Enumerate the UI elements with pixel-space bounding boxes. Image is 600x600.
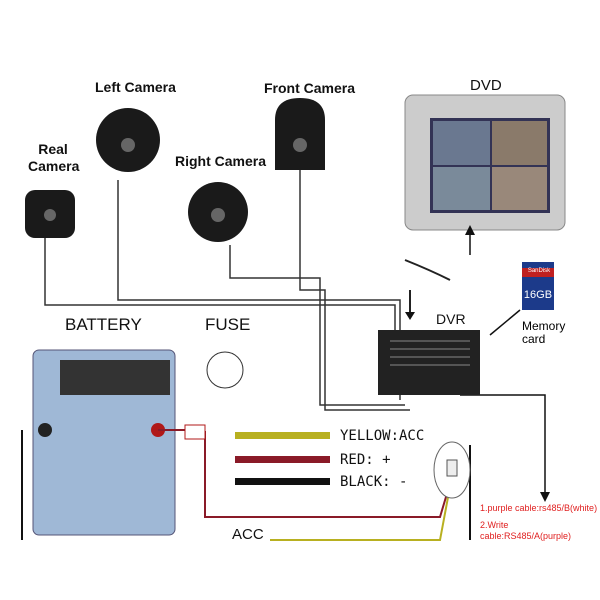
- fuse-label: FUSE: [205, 315, 251, 334]
- red-wire-sample: [235, 456, 330, 463]
- front-camera-icon: [275, 98, 325, 170]
- fuse-icon: [184, 424, 206, 440]
- dvd-label: DVD: [470, 77, 502, 94]
- av-cable: [404, 259, 451, 315]
- yellow-wire-sample: [235, 432, 330, 439]
- battery-icon: [32, 349, 176, 536]
- note-purple-cable: 1.purple cable:rs485/B(white): [480, 503, 598, 514]
- memory-card-label: Memory card: [522, 319, 566, 346]
- sd-capacity: 16GB: [523, 289, 553, 301]
- black-wire-label: BLACK: -: [340, 474, 408, 490]
- front-camera-label: Front Camera: [264, 80, 356, 96]
- acc-label: ACC: [232, 526, 264, 543]
- right-camera-label: Right Camera: [175, 153, 267, 169]
- battery-label: BATTERY: [65, 315, 142, 334]
- arrow-down-icon: [540, 492, 550, 502]
- yellow-wire-label: YELLOW:ACC: [340, 428, 425, 444]
- dvr-box: [378, 330, 480, 395]
- real-camera-label: Real Camera: [28, 141, 80, 174]
- fuse-detail-bubble: [206, 351, 244, 389]
- black-wire-sample: [235, 478, 330, 485]
- dvr-label: DVR: [436, 311, 466, 327]
- memory-card-icon: [522, 262, 554, 310]
- dvd-screen: [404, 94, 566, 231]
- note-white-cable: 2.Write cable:RS485/A(purple): [480, 520, 600, 542]
- sd-brand: SanDisk: [527, 268, 551, 274]
- left-camera-label: Left Camera: [95, 79, 176, 95]
- red-wire-label: RED: +: [340, 452, 391, 468]
- arrow-up-icon: [465, 225, 475, 235]
